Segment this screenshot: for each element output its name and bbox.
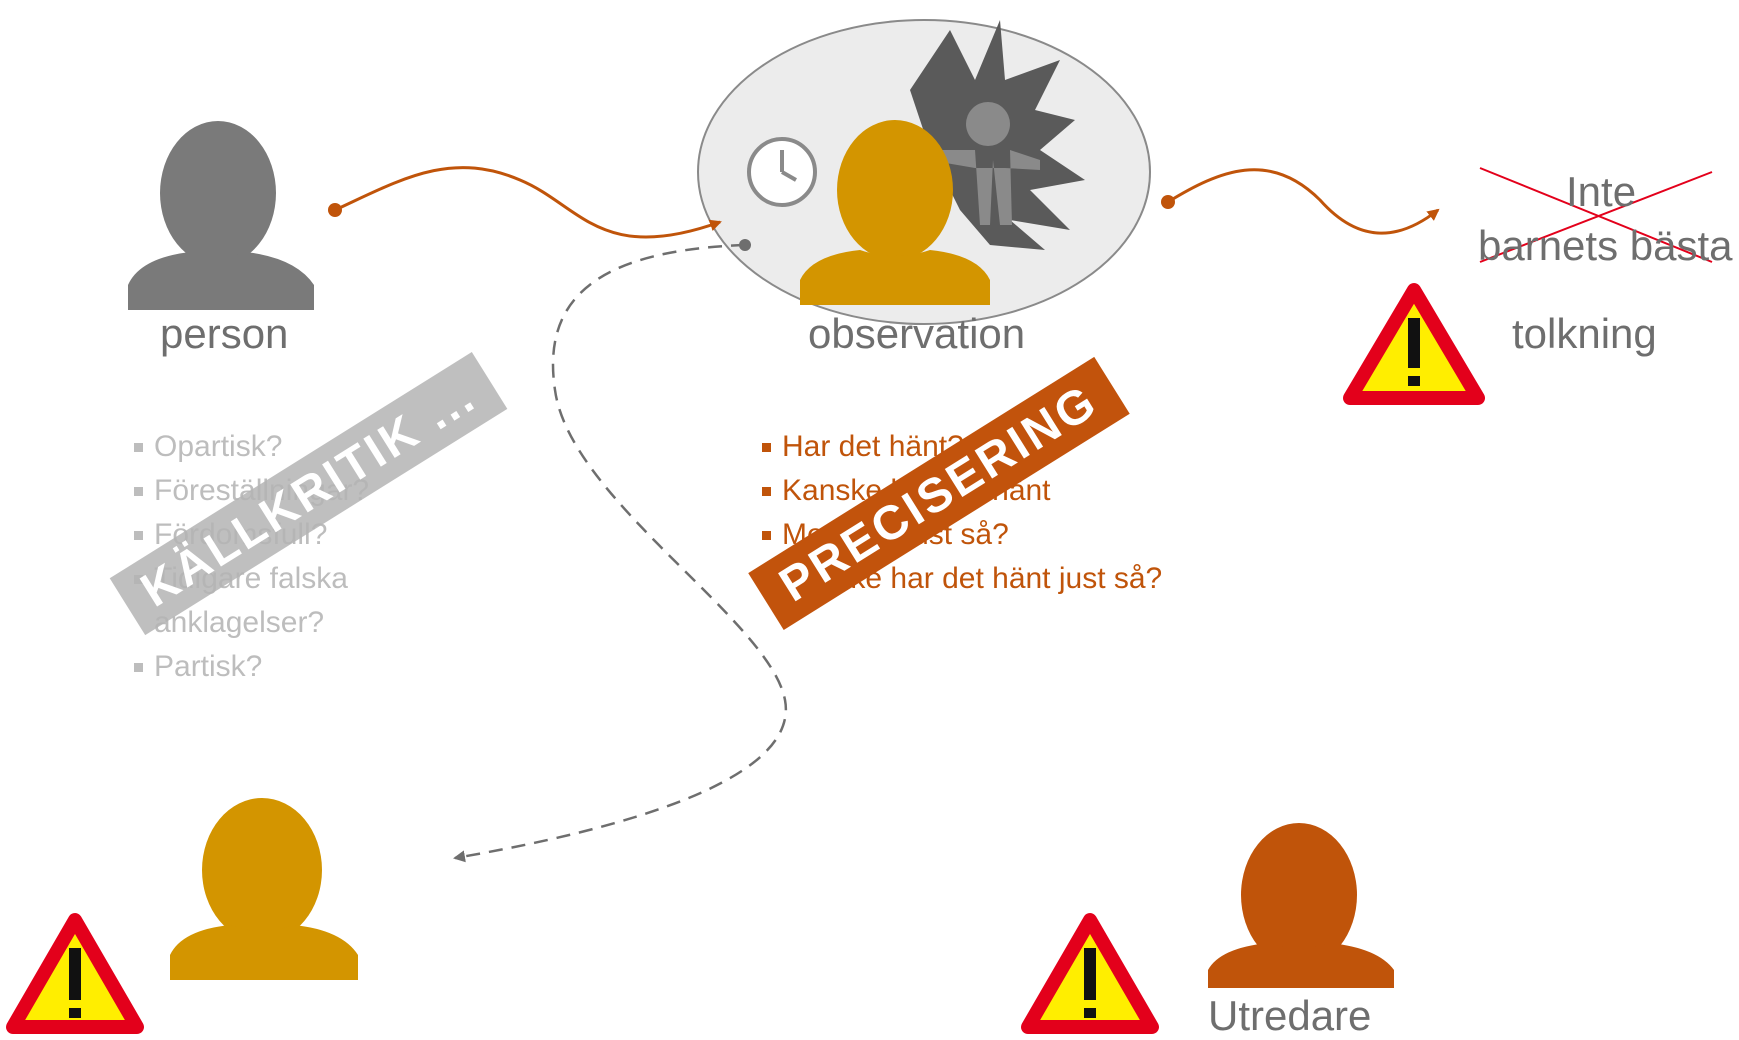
strike-line-1: [1479, 167, 1713, 263]
list-item: Partisk?: [132, 645, 369, 689]
interpretation-label-line1: Inte: [1566, 168, 1637, 215]
warning-icon: [1021, 913, 1159, 1034]
child-figure-icon: [940, 102, 1040, 225]
person-label: person: [160, 310, 289, 357]
observer-bottom-icon: [170, 798, 358, 980]
warning-icon: [1343, 283, 1485, 405]
interpretation-label-line2: barnets bästa: [1478, 222, 1733, 269]
warning-icon: [6, 913, 144, 1034]
strike-line-2: [1479, 171, 1713, 263]
observation-bubble: [697, 19, 1151, 325]
investigator-icon: [1208, 823, 1394, 988]
list-item: Opartisk?: [132, 425, 369, 469]
interpretation-caption: tolkning: [1512, 310, 1657, 357]
clock-icon: [747, 137, 817, 207]
observation-label: observation: [808, 310, 1026, 357]
dashed-arrow-observation-to-observer: [453, 243, 788, 863]
arrow-observation-to-interpretation: [1167, 168, 1440, 235]
person-source-icon: [128, 121, 314, 310]
investigator-label: Utredare: [1208, 992, 1372, 1039]
observer-icon: [800, 120, 990, 305]
arrow-person-to-observation: [334, 166, 722, 239]
